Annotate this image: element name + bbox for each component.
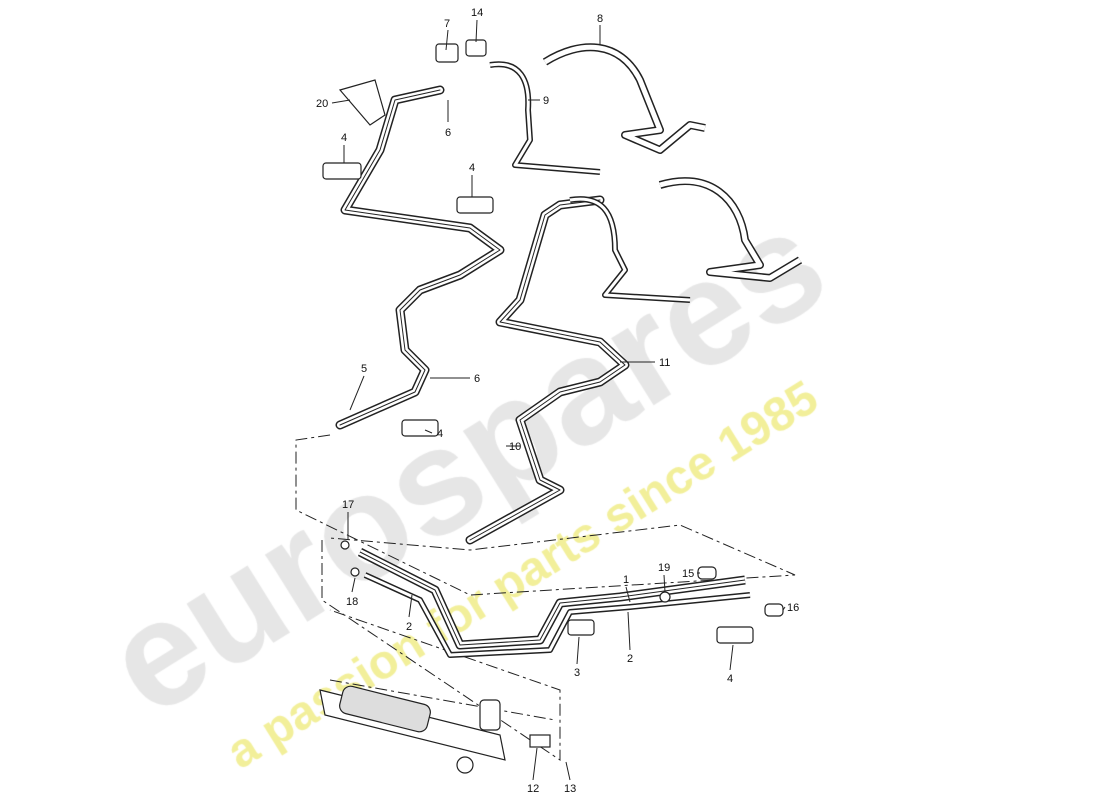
callout-3: 3: [574, 667, 580, 679]
callout-14: 14: [471, 7, 483, 19]
steering-rack: [319, 685, 551, 774]
hoses: [489, 43, 803, 303]
callout-2: 2: [627, 653, 633, 665]
callout-18: 18: [346, 596, 358, 608]
callout-8: 8: [597, 13, 603, 25]
leader-lines: [331, 19, 786, 781]
callout-7: 7: [444, 18, 450, 30]
clip-4: [716, 626, 754, 644]
clips: [322, 39, 784, 644]
clip-4: [401, 419, 439, 437]
pipe-bundle-lower: [357, 547, 751, 658]
callout-11: 11: [659, 357, 670, 369]
callout-19: 19: [658, 562, 670, 574]
callout-6: 6: [445, 127, 451, 139]
clamp-14: [465, 39, 487, 57]
callout-10: 10: [509, 441, 521, 453]
callout-20: 20: [316, 98, 328, 110]
callout-16: 16: [787, 602, 799, 614]
clip-4: [322, 162, 362, 180]
callout-5: 5: [361, 363, 367, 375]
clip-3: [567, 619, 595, 636]
callout-4: 4: [727, 673, 733, 685]
callout-13: 13: [564, 783, 576, 795]
cap-15: [697, 566, 717, 580]
callout-4: 4: [341, 132, 347, 144]
clamp-7: [435, 43, 459, 63]
callout-12: 12: [527, 783, 539, 795]
seal-17: [340, 540, 350, 550]
callout-9: 9: [543, 95, 549, 107]
callout-labels: 7 14 8 9 20 6 4 4 5 6 11 4 10 17 18 2 1 …: [316, 7, 799, 795]
cap-16: [764, 603, 784, 617]
clip-19: [659, 591, 671, 603]
callout-2: 2: [406, 621, 412, 633]
assembly-guide-lines: [295, 434, 796, 761]
callout-15: 15: [682, 568, 694, 580]
bracket-20: [338, 79, 386, 126]
callout-1: 1: [623, 574, 629, 586]
seal-18: [350, 567, 360, 577]
callout-4: 4: [469, 162, 475, 174]
pipe-bundle-upper: [335, 85, 630, 545]
callout-17: 17: [342, 499, 354, 511]
callout-4: 4: [437, 428, 443, 440]
clip-4: [456, 196, 494, 214]
callout-6: 6: [474, 373, 480, 385]
